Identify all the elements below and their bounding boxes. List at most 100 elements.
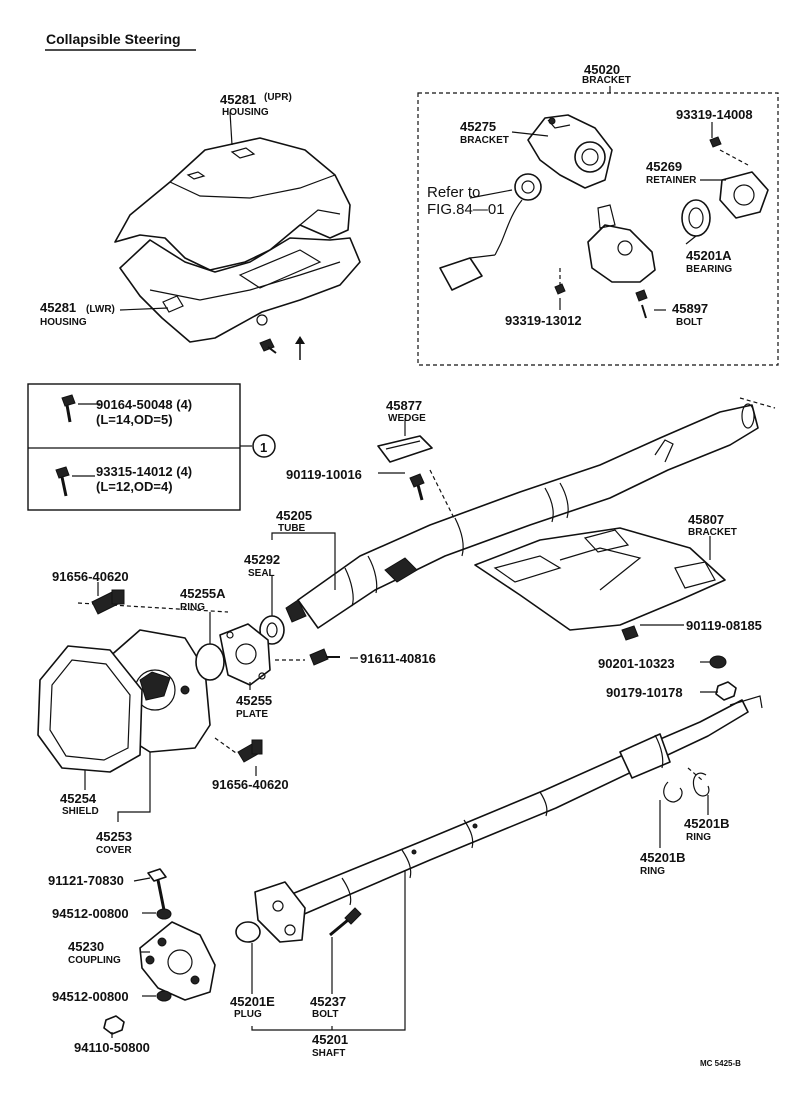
label-ring-45201b-left-name: RING <box>640 866 665 877</box>
ring-45255a-drawing <box>195 643 225 681</box>
diagram-title: Collapsible Steering <box>46 31 181 47</box>
label-plate-number: 45255 <box>236 693 272 708</box>
label-bracket-assembly-name: BRACKET <box>582 75 631 86</box>
label-bolt-93319-14008: 93319-14008 <box>676 107 753 122</box>
label-housing-lwr-suffix: (LWR) <box>86 304 115 315</box>
label-nut-90201-10323: 90201-10323 <box>598 656 675 671</box>
washer-b-drawing <box>156 990 172 1002</box>
callout-93315-spec: (L=12,OD=4) <box>96 479 173 494</box>
label-wedge-number: 45877 <box>386 398 422 413</box>
callout-93315-number: 93315-14012 (4) <box>96 464 192 479</box>
label-bolt-90119-08185: 90119-08185 <box>686 618 762 633</box>
label-bolt-91656-40620-b: 91656-40620 <box>212 777 289 792</box>
leader-dash-retainer <box>719 149 749 166</box>
small-bolts-in-box <box>554 136 722 319</box>
callout-table-box <box>27 383 241 511</box>
callout-marker-circle <box>252 434 276 458</box>
label-bolt-91656-40620-a: 91656-40620 <box>52 569 129 584</box>
ring-45201b-drawing <box>663 772 710 803</box>
bracket-assembly-box <box>417 92 779 366</box>
label-shaft-number: 45201 <box>312 1032 348 1047</box>
callout-marker-number: 1 <box>260 440 267 455</box>
label-bolt-91121-70830: 91121-70830 <box>48 873 124 888</box>
shield-drawing <box>37 645 143 773</box>
bolt-91611-drawing <box>309 648 340 666</box>
label-nut-90179-10178: 90179-10178 <box>606 685 683 700</box>
label-bolt-90119-10016: 90119-10016 <box>286 467 362 482</box>
nut-90179-drawing <box>715 681 737 701</box>
bolt-91121-drawing <box>147 868 167 911</box>
label-washer-94512-00800-b: 94512-00800 <box>52 989 129 1004</box>
lower-housing-drawing <box>119 237 361 343</box>
label-housing-lwr-name: HOUSING <box>40 317 87 328</box>
label-retainer-name: RETAINER <box>646 175 697 186</box>
label-bearing-name: BEARING <box>686 264 732 275</box>
wedge-dash <box>429 469 456 521</box>
label-shield-number: 45254 <box>60 791 97 806</box>
screw-90164 <box>61 394 76 423</box>
part-labels: 45281 (UPR) HOUSING 45281 (LWR) HOUSING … <box>40 62 762 1068</box>
label-ring-45255a-number: 45255A <box>180 586 226 601</box>
screw-93315 <box>55 466 70 497</box>
plug-drawing <box>235 921 261 943</box>
label-plate-name: PLATE <box>236 709 268 720</box>
label-nut-94110-50800: 94110-50800 <box>74 1040 150 1055</box>
shaft-yoke-drawing <box>254 881 306 943</box>
bolt-91656-b-drawing <box>237 739 263 763</box>
bracket-lower-drawing <box>587 204 656 283</box>
label-coupling-name: COUPLING <box>68 955 121 966</box>
label-ring-45201b-right-number: 45201B <box>684 816 730 831</box>
housing-screw <box>259 338 277 354</box>
bolt-90119-08185-drawing <box>621 625 639 641</box>
label-plug-number: 45201E <box>230 994 275 1009</box>
label-seal-number: 45292 <box>244 552 280 567</box>
coupling-drawing <box>139 921 216 1001</box>
retainer-drawing <box>719 171 769 219</box>
footer-code: MC 5425-B <box>700 1059 741 1068</box>
label-bracket-assembly-number: 45020 <box>584 62 620 77</box>
nut-90201-drawing <box>709 655 727 669</box>
label-cover-name: COVER <box>96 845 132 856</box>
label-housing-lwr-number: 45281 <box>40 300 76 315</box>
label-seal-name: SEAL <box>248 568 275 579</box>
label-tube-number: 45205 <box>276 508 312 523</box>
callout-90164-number: 90164-50048 (4) <box>96 397 192 412</box>
label-coupling-number: 45230 <box>68 939 104 954</box>
label-housing-upr-name: HOUSING <box>222 107 269 118</box>
label-bracket-45807-number: 45807 <box>688 512 724 527</box>
upper-housing-drawing <box>114 137 351 271</box>
label-washer-94512-00800-a: 94512-00800 <box>52 906 129 921</box>
bolt-91656-a-drawing <box>91 589 125 615</box>
label-tube-name: TUBE <box>278 523 306 534</box>
label-bracket-45275-name: BRACKET <box>460 135 509 146</box>
label-cover-number: 45253 <box>96 829 132 844</box>
bracket-45275-drawing <box>527 114 613 189</box>
leader-lines <box>72 111 726 1038</box>
callout-marker-upper <box>295 336 305 360</box>
ring-dash <box>687 767 703 781</box>
bolt-90119-10016-drawing <box>409 473 425 501</box>
plate-45255-drawing <box>219 623 271 686</box>
washer-a-drawing <box>156 908 172 920</box>
column-tube-drawing <box>285 403 759 629</box>
label-bolt-45237-number: 45237 <box>310 994 346 1009</box>
reference-line-1: Refer to <box>427 184 480 201</box>
seal-drawing <box>259 615 285 645</box>
nut-94110-drawing <box>103 1015 125 1035</box>
label-bolt-45897-number: 45897 <box>672 301 708 316</box>
label-bolt-91611-40816: 91611-40816 <box>360 651 436 666</box>
label-ring-45201b-right-name: RING <box>686 832 711 843</box>
wedge-drawing <box>377 435 433 463</box>
label-bolt-45237-name: BOLT <box>312 1009 338 1020</box>
label-ring-45255a-name: RING <box>180 602 205 613</box>
bolt-dash-lower <box>214 737 237 754</box>
label-bolt-45897-name: BOLT <box>676 317 702 328</box>
label-housing-upr-suffix: (UPR) <box>264 92 292 103</box>
label-shaft-name: SHAFT <box>312 1048 345 1059</box>
label-bracket-45807-name: BRACKET <box>688 527 737 538</box>
label-ring-45201b-left-number: 45201B <box>640 850 686 865</box>
bolt-45237-drawing <box>329 907 362 937</box>
shaft-drawing <box>281 695 763 919</box>
